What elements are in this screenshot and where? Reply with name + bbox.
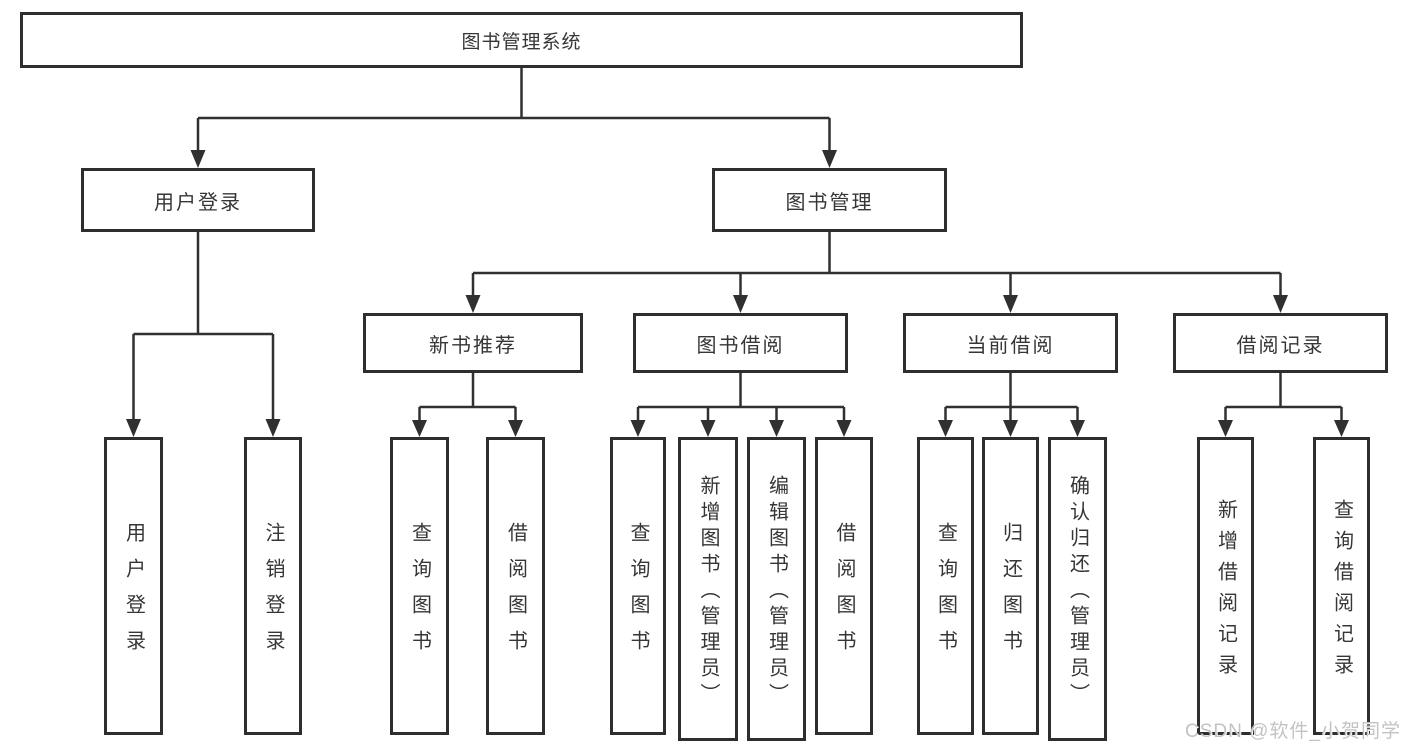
node-label: 新增借阅记录 [1214, 498, 1237, 685]
node-new-book-recommendation: 新书推荐 [363, 313, 583, 373]
node-label: 确认归还（管理员） [1066, 475, 1089, 709]
node-label: 归还图书 [999, 522, 1022, 666]
node-borrowing-records: 借阅记录 [1173, 313, 1388, 373]
node-library-system: 图书管理系统 [20, 12, 1023, 68]
node-label: 编辑图书（管理员） [765, 475, 788, 709]
watermark: CSDN @软件_小贺同学 [1185, 721, 1401, 742]
node-label: 图书管理系统 [461, 31, 582, 53]
node-label: 新增图书（管理员） [697, 475, 719, 709]
node-label: 借阅图书 [504, 522, 527, 666]
leaf-cb-query-books: 查询图书 [917, 437, 974, 735]
leaf-bb-edit-book-admin: 编辑图书（管理员） [747, 437, 806, 741]
leaf-bb-query-books: 查询图书 [610, 437, 666, 735]
node-label: 图书管理 [785, 191, 874, 214]
node-book-borrowing: 图书借阅 [633, 313, 848, 373]
leaf-logout: 注销登录 [244, 437, 302, 735]
node-label: 注销登录 [262, 522, 284, 666]
leaf-user-login: 用户登录 [104, 437, 163, 735]
node-label: 借阅图书 [833, 522, 855, 666]
node-label: 用户登录 [122, 522, 145, 666]
leaf-br-query-record: 查询借阅记录 [1313, 437, 1370, 735]
leaf-cb-return-books: 归还图书 [982, 437, 1039, 735]
node-label: 图书借阅 [696, 334, 785, 357]
leaf-cb-confirm-return-admin: 确认归还（管理员） [1048, 437, 1107, 741]
leaf-bb-borrow-books: 借阅图书 [815, 437, 873, 735]
leaf-nbr-borrow-books: 借阅图书 [486, 437, 545, 735]
node-label: 查询图书 [934, 522, 957, 666]
leaf-br-add-record: 新增借阅记录 [1197, 437, 1254, 735]
node-label: 查询图书 [408, 522, 431, 666]
node-label: 当前借阅 [966, 334, 1055, 357]
node-label: 借阅记录 [1236, 334, 1325, 357]
node-label: 查询图书 [627, 522, 649, 666]
node-label: 查询借阅记录 [1330, 498, 1353, 685]
node-current-borrowing: 当前借阅 [903, 313, 1118, 373]
leaf-bb-add-book-admin: 新增图书（管理员） [678, 437, 738, 741]
leaf-nbr-query-books: 查询图书 [390, 437, 449, 735]
node-label: 用户登录 [154, 191, 242, 214]
node-label: 新书推荐 [429, 334, 517, 357]
node-book-management: 图书管理 [712, 168, 947, 232]
node-user-login: 用户登录 [81, 168, 315, 232]
